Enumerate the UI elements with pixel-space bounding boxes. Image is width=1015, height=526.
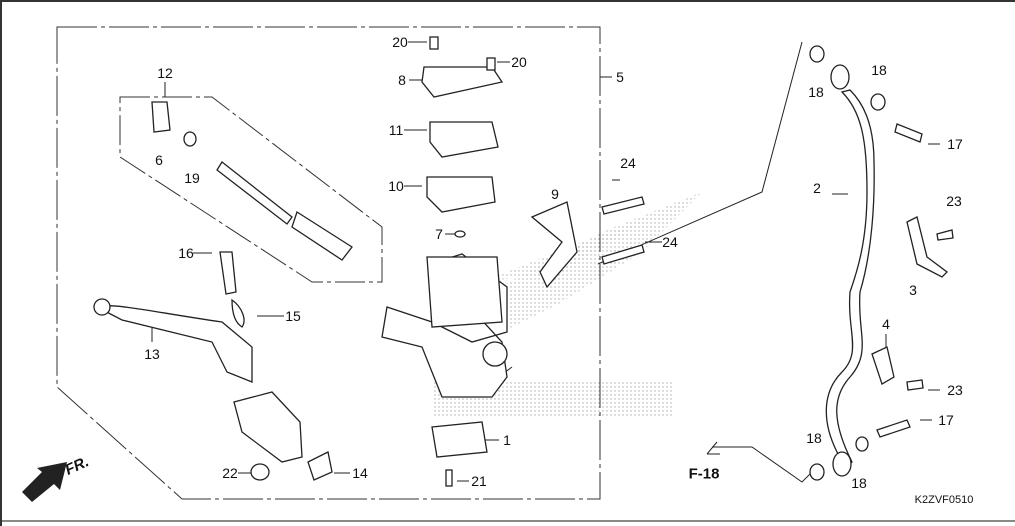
reference-link[interactable]: F-18 — [688, 465, 720, 483]
callout-22: 22 — [222, 465, 238, 481]
piston-set-boundary — [119, 96, 383, 283]
callout-23: 23 — [946, 193, 962, 209]
callout-15: 15 — [285, 308, 301, 324]
callout-1: 1 — [503, 432, 511, 448]
callout-16: 16 — [178, 245, 194, 261]
front-arrow-icon — [22, 462, 67, 502]
callout-2: 2 — [813, 180, 821, 196]
callout-24: 24 — [620, 155, 636, 171]
callout-11: 11 — [388, 122, 404, 138]
diagram-code: K2ZVF0510 — [914, 494, 974, 506]
callout-20: 20 — [392, 34, 408, 50]
callout-23: 23 — [947, 382, 963, 398]
callout-17: 17 — [947, 136, 963, 152]
callout-13: 13 — [144, 346, 160, 362]
callout-10: 10 — [388, 178, 404, 194]
assembly-boundary — [56, 26, 601, 500]
callout-20: 20 — [511, 54, 527, 70]
part-shapes — [93, 36, 954, 487]
callout-19: 19 — [184, 170, 200, 186]
callout-9: 9 — [551, 186, 559, 202]
callout-18: 18 — [806, 430, 822, 446]
callout-6: 6 — [155, 152, 163, 168]
callout-24: 24 — [662, 234, 678, 250]
callout-17: 17 — [938, 412, 954, 428]
callout-14: 14 — [352, 465, 368, 481]
callout-7: 7 — [435, 226, 443, 242]
callout-8: 8 — [398, 72, 406, 88]
callout-18: 18 — [851, 475, 867, 491]
callout-21: 21 — [471, 473, 487, 489]
callout-3: 3 — [909, 282, 917, 298]
callout-18: 18 — [808, 84, 824, 100]
callout-12: 12 — [157, 65, 173, 81]
callout-5: 5 — [616, 69, 624, 85]
callout-18: 18 — [871, 62, 887, 78]
callout-4: 4 — [882, 316, 890, 332]
